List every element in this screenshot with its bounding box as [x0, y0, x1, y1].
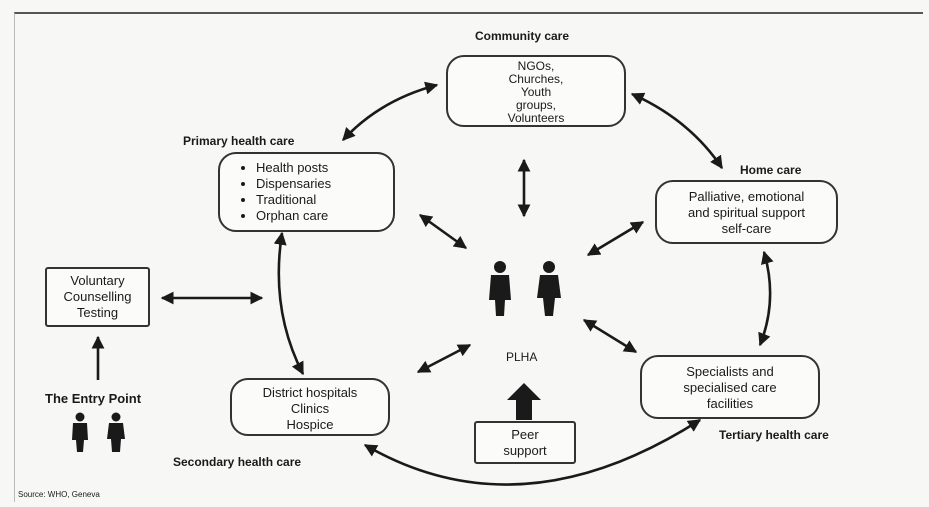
- secondary-health-care-box: District hospitals Clinics Hospice: [230, 378, 390, 436]
- tertiary-health-care-box: Specialists and specialised care facilit…: [640, 355, 820, 419]
- community-line: groups,: [515, 98, 557, 112]
- community-line: NGOs,: [517, 59, 555, 73]
- community-care-label: Community care: [475, 29, 570, 43]
- primary-health-care-label: Primary health care: [183, 134, 295, 148]
- tertiary-line: facilities: [706, 396, 754, 411]
- arrow-secondary-tertiary: [363, 418, 702, 486]
- list-item: Traditional: [256, 192, 393, 208]
- arrow-community-home: [630, 92, 724, 170]
- secondary-line: District hospitals: [262, 385, 358, 400]
- community-line: Youth: [520, 85, 552, 99]
- community-line: Volunteers: [507, 111, 565, 125]
- tertiary-line: specialised care: [683, 380, 777, 395]
- tertiary-line: Specialists and: [686, 364, 774, 379]
- secondary-line: Clinics: [290, 401, 330, 416]
- plha-figures-icon: [489, 261, 561, 316]
- arrow-secondary-plha: [416, 343, 472, 374]
- diagram-frame: [14, 12, 923, 502]
- community-line: Churches,: [508, 72, 564, 86]
- source-note: Source: WHO, Geneva: [18, 490, 100, 499]
- list-item: Health posts: [256, 160, 393, 176]
- home-line: self-care: [721, 221, 772, 236]
- entry-point-figures-icon: [72, 412, 125, 452]
- secondary-line: Hospice: [286, 417, 334, 432]
- arrow-home-plha: [586, 220, 645, 257]
- arrow-peer-plha: [507, 383, 541, 420]
- home-care-label: Home care: [740, 163, 802, 177]
- arrow-primary-community: [342, 81, 439, 141]
- plha-label: PLHA: [506, 350, 538, 364]
- vct-line: Testing: [76, 305, 119, 320]
- vct-line: Voluntary: [70, 273, 125, 288]
- vct-line: Counselling: [63, 289, 132, 304]
- entry-point-label: The Entry Point: [45, 391, 142, 406]
- home-care-box: Palliative, emotional and spiritual supp…: [655, 180, 838, 244]
- tertiary-health-care-label: Tertiary health care: [719, 428, 829, 442]
- arrow-primary-plha: [418, 213, 468, 250]
- arrow-primary-secondary: [273, 231, 305, 376]
- peer-line: support: [503, 443, 547, 458]
- peer-line: Peer: [511, 427, 539, 442]
- vct-box: Voluntary Counselling Testing: [45, 267, 150, 327]
- arrow-tertiary-plha: [582, 318, 638, 354]
- home-line: Palliative, emotional: [688, 189, 805, 204]
- list-item: Orphan care: [256, 208, 393, 224]
- primary-list: Health posts Dispensaries Traditional Or…: [220, 160, 393, 224]
- community-care-box: NGOs, Churches, Youth groups, Volunteers: [446, 55, 626, 127]
- list-item: Dispensaries: [256, 176, 393, 192]
- primary-health-care-box: Health posts Dispensaries Traditional Or…: [218, 152, 395, 232]
- home-line: and spiritual support: [687, 205, 806, 220]
- peer-support-box: Peer support: [474, 421, 576, 464]
- arrow-home-tertiary: [758, 250, 774, 347]
- secondary-health-care-label: Secondary health care: [173, 455, 302, 469]
